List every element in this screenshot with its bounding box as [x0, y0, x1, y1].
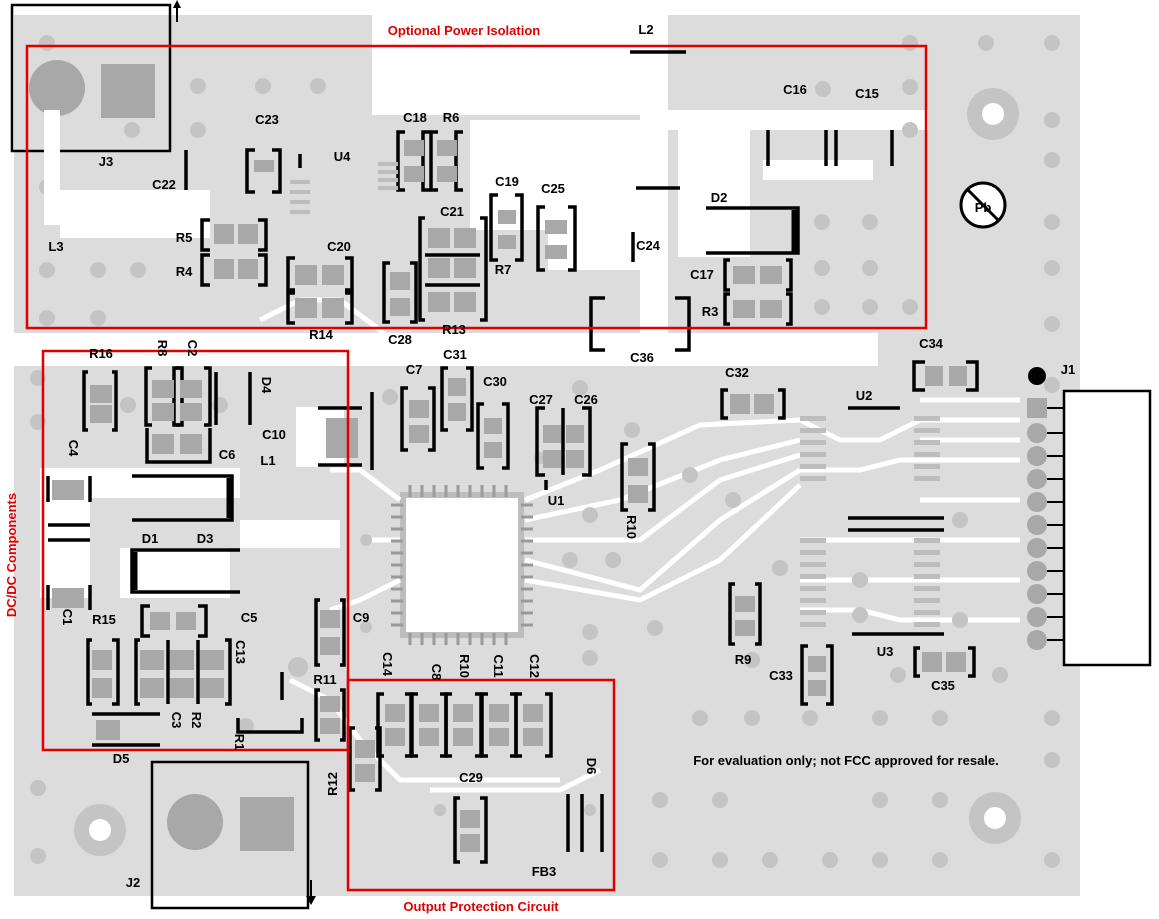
designator-c22: C22 [152, 177, 176, 192]
designator-u4: U4 [334, 149, 351, 164]
designator-c29: C29 [459, 770, 483, 785]
designator-c13: C13 [233, 640, 248, 664]
designator-r7: R7 [495, 262, 512, 277]
designator-c5: C5 [241, 610, 258, 625]
designator-c35: C35 [931, 678, 955, 693]
designator-d1: D1 [142, 531, 159, 546]
designator-c8: C8 [429, 664, 444, 681]
callout-box-output-protection [346, 678, 616, 892]
designator-j1: J1 [1061, 362, 1075, 377]
designator-r1: R1 [232, 734, 247, 751]
designator-l2: L2 [638, 22, 653, 37]
designator-c34: C34 [919, 336, 944, 351]
designator-r14: R14 [309, 327, 334, 342]
designator-r13: R13 [442, 322, 466, 337]
designator-u2: U2 [856, 388, 873, 403]
designator-c1: C1 [60, 609, 75, 626]
connector-j2 [150, 760, 316, 910]
designator-c20: C20 [327, 239, 351, 254]
designator-r10: R10 [624, 515, 639, 539]
mounting-holes [74, 88, 1021, 856]
designator-j2: J2 [126, 875, 140, 890]
designator-c19: C19 [495, 174, 519, 189]
designator-c27: C27 [529, 392, 553, 407]
connector-j3 [10, 0, 181, 225]
top-copper [60, 15, 928, 333]
designator-c3: C3 [169, 712, 184, 729]
designator-c16: C16 [783, 82, 807, 97]
designator-r15: R15 [92, 612, 116, 627]
designator-c33: C33 [769, 668, 793, 683]
lead-free-symbol: Pb [959, 181, 1007, 229]
callout-boxes [25, 44, 928, 892]
evaluation-notice: For evaluation only; not FCC approved fo… [693, 753, 999, 768]
designator-c6: C6 [219, 447, 236, 462]
designator-l3: L3 [48, 239, 63, 254]
designator-fb3: FB3 [532, 864, 557, 879]
designators: L2 C16 C15 C23 U4 C18 R6 J3 C22 C19 C25 … [48, 22, 1075, 890]
designator-c28: C28 [388, 332, 412, 347]
designator-d2: D2 [711, 190, 728, 205]
connector-j1 [1027, 367, 1152, 667]
component-pads [52, 140, 967, 852]
callout-label-output-protection: Output Protection Circuit [403, 899, 559, 914]
designator-d3: D3 [197, 531, 214, 546]
designator-l1: L1 [260, 453, 275, 468]
mcu-footprint [400, 492, 524, 638]
designator-c12: C12 [527, 654, 542, 678]
designator-c9: C9 [353, 610, 370, 625]
designator-d6: D6 [584, 758, 599, 775]
ic-u2-u3-pins [290, 162, 940, 627]
designator-c21: C21 [440, 204, 464, 219]
designator-u1: U1 [548, 493, 565, 508]
designator-c31: C31 [443, 347, 467, 362]
designator-r12: R12 [325, 772, 340, 796]
designator-r9: R9 [735, 652, 752, 667]
designator-c17: C17 [690, 267, 714, 282]
designator-c2: C2 [185, 340, 200, 357]
designator-c36: C36 [630, 350, 654, 365]
designator-c26: C26 [574, 392, 598, 407]
designator-c10: C10 [262, 427, 286, 442]
designator-c4: C4 [66, 440, 81, 457]
designator-c24: C24 [636, 238, 661, 253]
designator-r6: R6 [443, 110, 460, 125]
designator-u3: U3 [877, 644, 894, 659]
designator-r11: R11 [313, 672, 336, 687]
designator-r4: R4 [176, 264, 193, 279]
designator-c32: C32 [725, 365, 749, 380]
designator-r2: R2 [189, 712, 204, 729]
designator-c30: C30 [483, 374, 507, 389]
callout-box-power-isolation [25, 44, 928, 330]
designator-r8: R8 [155, 340, 170, 357]
designator-c18: C18 [403, 110, 427, 125]
designator-d5: D5 [113, 751, 130, 766]
designator-c23: C23 [255, 112, 279, 127]
callout-box-dcdc [41, 349, 350, 752]
mcu-pins [391, 485, 533, 645]
designator-c11: C11 [491, 654, 506, 677]
designator-c15: C15 [855, 86, 879, 101]
traces [258, 297, 1020, 793]
component-outlines [46, 50, 979, 864]
designator-d4: D4 [259, 377, 274, 394]
designator-r5: R5 [176, 230, 193, 245]
lead-free-label: Pb [975, 200, 992, 215]
callout-label-power-isolation: Optional Power Isolation [388, 23, 540, 38]
designator-r3: R3 [702, 304, 719, 319]
designator-r10-b: R10 [457, 654, 472, 678]
designator-c7: C7 [406, 362, 423, 377]
designator-r16: R16 [89, 346, 113, 361]
designator-c25: C25 [541, 181, 565, 196]
designator-j3: J3 [99, 154, 113, 169]
callout-label-dcdc: DC/DC Components [4, 493, 19, 617]
designator-c14: C14 [380, 652, 395, 677]
